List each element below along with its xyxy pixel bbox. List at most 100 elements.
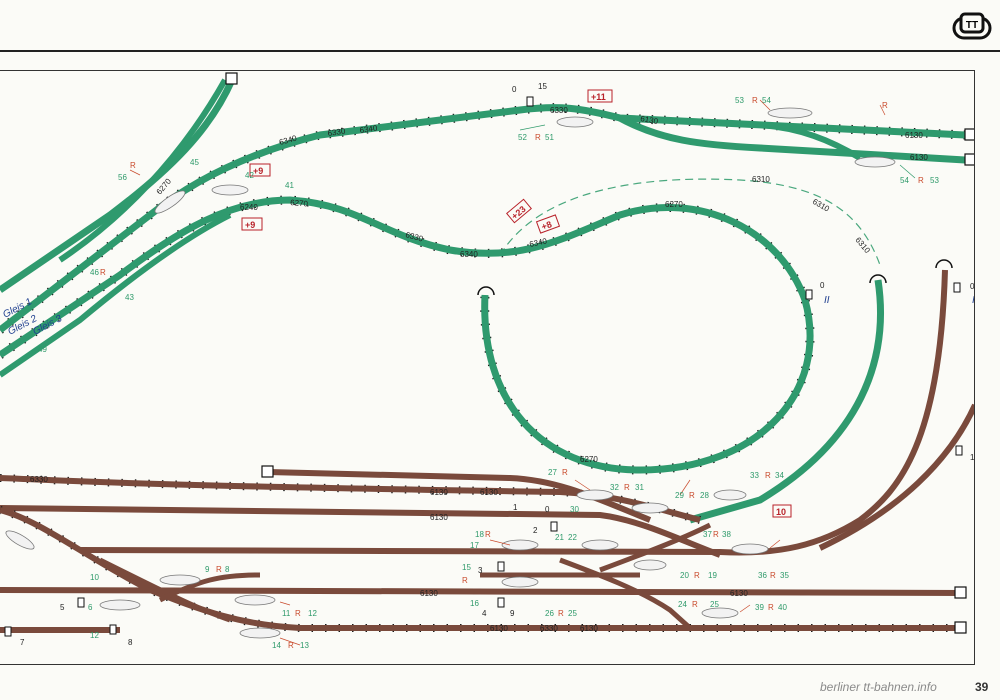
part-label: 6310	[811, 197, 831, 214]
part-label: 6130	[480, 488, 498, 497]
num: 4	[482, 609, 487, 618]
num: 40	[778, 603, 787, 612]
part-label: 6340	[359, 124, 378, 135]
num: 0	[512, 85, 517, 94]
part-label: 6270	[665, 200, 683, 209]
r-mark: R	[624, 483, 630, 492]
r-mark: R	[882, 101, 888, 110]
r-mark: R	[562, 468, 568, 477]
tag-plus-11: +11	[591, 92, 606, 102]
num: 27	[548, 468, 557, 477]
r-marks: R R R R R R R R R R R R R R R R R R R R …	[100, 96, 924, 650]
num: 41	[285, 181, 294, 190]
num: 54	[900, 176, 909, 185]
part-label: 6130	[580, 624, 598, 633]
num: 7	[20, 638, 25, 647]
part-label: 6130	[420, 589, 438, 598]
loop-end-markers	[477, 259, 953, 296]
r-mark: R	[770, 571, 776, 580]
r-mark: R	[295, 609, 301, 618]
green-number-labels: 52 51 53 54 54 53 56 45 41 42 43 46 49 2…	[38, 96, 939, 650]
num: 26	[545, 609, 554, 618]
header-rule	[0, 50, 1000, 52]
num: 0	[545, 505, 550, 514]
num: 37	[703, 530, 712, 539]
num: 24	[678, 600, 687, 609]
part-label: 6130	[910, 153, 928, 162]
num: 18	[475, 530, 484, 539]
roman-1: I	[972, 295, 975, 306]
num: 2	[533, 526, 538, 535]
num: 19	[708, 571, 717, 580]
num: 8	[225, 565, 230, 574]
num: 33	[750, 471, 759, 480]
num: 17	[470, 541, 479, 550]
num: 25	[568, 609, 577, 618]
r-mark: R	[768, 603, 774, 612]
part-label: 6130	[640, 114, 660, 126]
r-mark: R	[485, 530, 491, 539]
num: 52	[518, 133, 527, 142]
num: 0	[820, 281, 825, 290]
r-mark: R	[288, 641, 294, 650]
num: 39	[755, 603, 764, 612]
r-mark: R	[918, 176, 924, 185]
part-label: 6330	[540, 624, 558, 633]
num: 6	[88, 603, 93, 612]
tag-10: 10	[776, 507, 786, 517]
num: 20	[680, 571, 689, 580]
num: 3	[478, 566, 483, 575]
num: 51	[545, 133, 554, 142]
r-mark: R	[694, 571, 700, 580]
part-label: 6340	[529, 236, 549, 249]
num: 9	[205, 565, 210, 574]
r-mark: R	[216, 565, 222, 574]
num: 0	[970, 282, 975, 291]
r-mark: R	[558, 609, 564, 618]
num: 46	[90, 268, 99, 277]
page-number: 39	[975, 680, 989, 694]
num: 15	[538, 82, 547, 91]
plus-tags: +11 +9 +9 +23 +8 10	[241, 89, 792, 518]
num: 45	[190, 158, 199, 167]
num: 43	[125, 293, 134, 302]
part-label: 6330	[550, 106, 568, 115]
num: 32	[610, 483, 619, 492]
num: 9	[510, 609, 515, 618]
buffer-stops	[225, 72, 974, 634]
num: 16	[470, 599, 479, 608]
r-mark: R	[689, 491, 695, 500]
num: 8	[128, 638, 133, 647]
turnout-motors	[5, 107, 896, 639]
num: 53	[735, 96, 744, 105]
num: 49	[38, 345, 47, 354]
tag-plus-23: +23	[510, 204, 528, 221]
num: 30	[570, 505, 579, 514]
r-mark: R	[692, 600, 698, 609]
part-label: 6240	[240, 203, 258, 212]
r-mark: R	[462, 576, 468, 585]
num: 11	[282, 609, 291, 618]
num: 25	[710, 600, 719, 609]
tt-logo-icon: TT	[952, 12, 992, 40]
tag-plus-9a: +9	[253, 166, 263, 176]
green-tracks	[0, 78, 966, 524]
num: 21	[555, 533, 564, 542]
part-label: 6310	[853, 236, 872, 256]
logo-text: TT	[966, 20, 978, 31]
leader-lines	[129, 99, 916, 646]
tag-plus-9b: +9	[245, 220, 255, 230]
num: 10	[90, 573, 99, 582]
r-mark: R	[100, 268, 106, 277]
part-label: 6130	[490, 624, 508, 633]
num: 56	[118, 173, 127, 182]
num: 14	[272, 641, 281, 650]
roman-2: II	[824, 295, 830, 306]
tag-plus-8: +8	[540, 219, 553, 232]
r-mark: R	[130, 161, 136, 170]
part-label: 6130	[430, 488, 448, 497]
num: 35	[780, 571, 789, 580]
planned-track-dashed	[499, 178, 881, 266]
num: 38	[722, 530, 731, 539]
